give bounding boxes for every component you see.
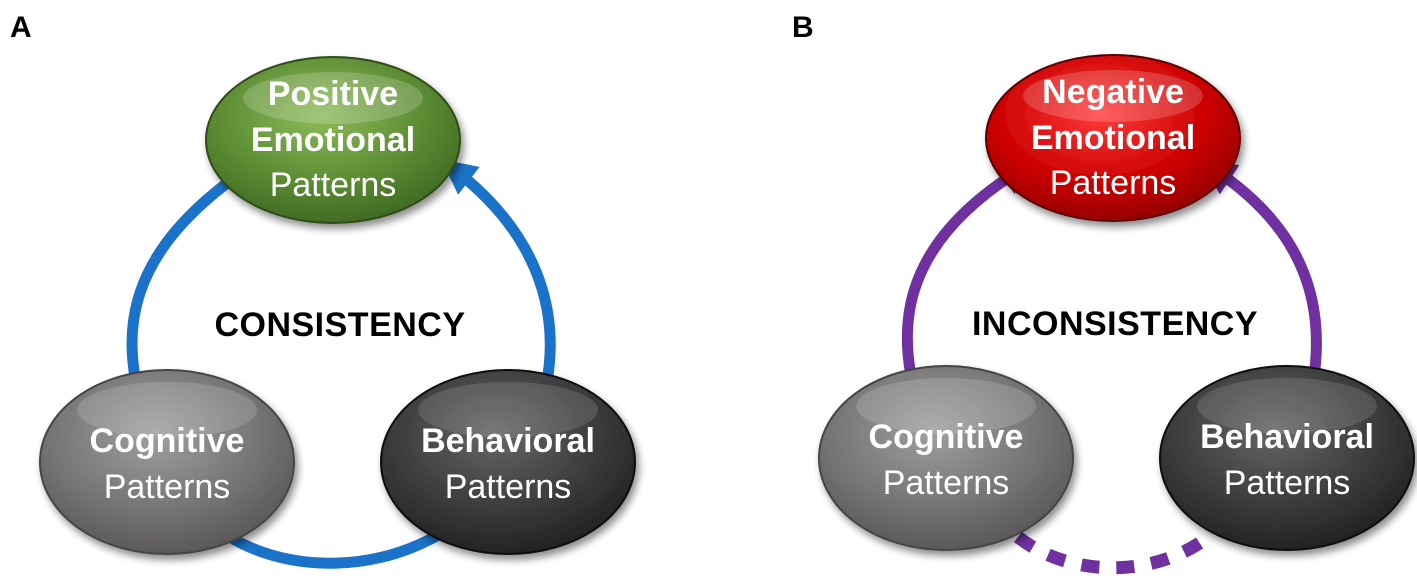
panel-b: B Negative Emotional Patterns Cognitive … [792,11,1415,575]
node-line: Patterns [104,468,231,506]
node-line: Patterns [1224,464,1351,502]
panel-a: A Positive Emotional Patterns Cognitive … [10,11,636,569]
node-gloss [1023,70,1203,122]
dashed-link-cognitive-behavioral [1013,531,1212,575]
panel-a-letter: A [10,11,32,44]
node-line: Emotional [251,121,415,159]
panel-b-letter: B [792,11,814,44]
node-line: Negative [1042,73,1184,111]
node-cognitive [818,365,1074,551]
node-gloss [243,72,423,124]
node-line: Behavioral [421,422,595,460]
node-negative-emotional [985,54,1241,222]
node-line: Patterns [883,464,1010,502]
center-label: CONSISTENCY [214,306,465,344]
node-gloss [77,382,257,438]
node-gloss [856,378,1036,434]
node-line: Emotional [1031,119,1195,157]
node-line: Positive [268,75,398,113]
node-gloss [1197,378,1377,434]
node-line: Patterns [445,468,572,506]
node-behavioral [380,369,636,555]
node-positive-emotional [205,56,461,224]
node-line: Patterns [1050,164,1177,202]
center-label: INCONSISTENCY [972,305,1258,343]
node-line: Cognitive [90,422,245,460]
node-behavioral [1159,365,1415,551]
node-line: Patterns [270,166,397,204]
node-line: Cognitive [869,418,1024,456]
node-cognitive [39,369,295,555]
node-gloss [418,382,598,438]
node-line: Behavioral [1200,418,1374,456]
